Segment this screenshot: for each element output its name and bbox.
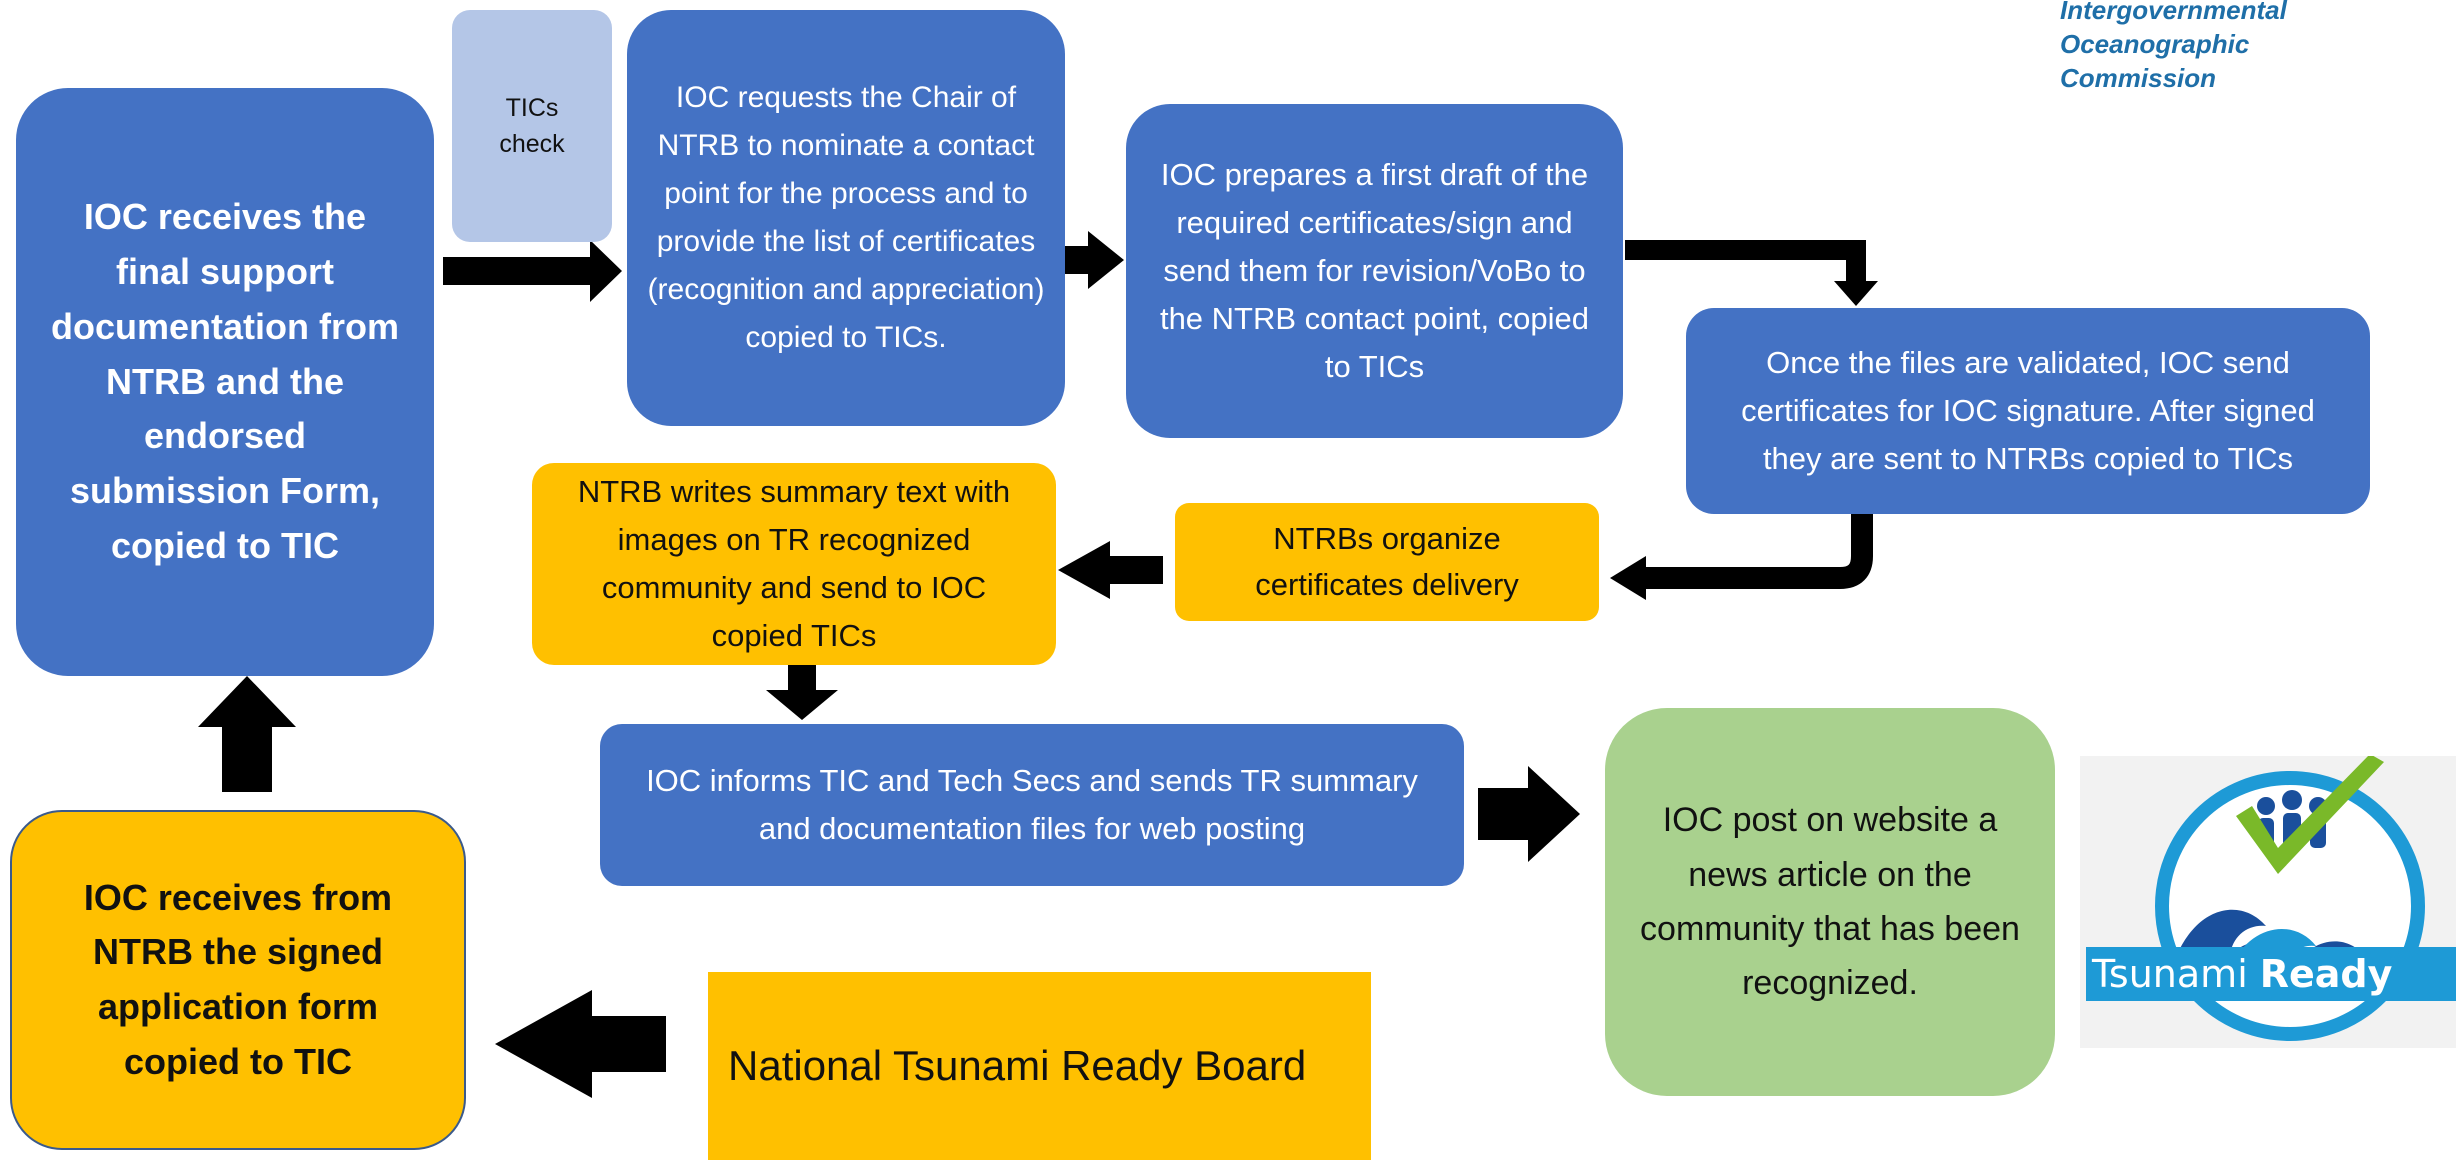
- tsunami-ready-emblem: [2086, 756, 2456, 1041]
- node-writes-summary: NTRB writes summary text with images on …: [532, 463, 1056, 665]
- node-informs-tic: IOC informs TIC and Tech Secs and sends …: [600, 724, 1464, 886]
- node-label: IOC receives from NTRB the signed applic…: [83, 876, 393, 1082]
- arrow-elbow-validated: [1625, 240, 1866, 282]
- badge-word: Tsunami: [2092, 952, 2248, 996]
- node-post-website: IOC post on website a news article on th…: [1605, 708, 2055, 1096]
- node-label: IOC requests the Chair of NTRB to nomina…: [647, 81, 1045, 354]
- arrow-left-summary: [1058, 541, 1163, 599]
- node-tics-check: TICs check: [452, 10, 612, 242]
- node-receives-signed: IOC receives from NTRB the signed applic…: [10, 810, 466, 1150]
- arrow-left-signed: [495, 990, 666, 1098]
- node-label: NTRBs organize certificates delivery: [1255, 520, 1519, 603]
- arrow-right-1: [443, 240, 622, 302]
- arrow-elbow-delivery: [1646, 512, 1873, 589]
- node-label: IOC post on website a news article on th…: [1640, 801, 2020, 1003]
- node-prepares-draft: IOC prepares a first draft of the requir…: [1126, 104, 1623, 438]
- node-label: NTRB writes summary text with images on …: [577, 473, 1011, 654]
- node-requests-chair: IOC requests the Chair of NTRB to nomina…: [627, 10, 1065, 426]
- node-label: IOC receives the final support documenta…: [51, 196, 399, 566]
- arrow-up-final: [198, 676, 296, 792]
- node-national-board: National Tsunami Ready Board: [708, 972, 1371, 1160]
- node-label: Once the files are validated, IOC send c…: [1741, 344, 2315, 477]
- node-label: IOC informs TIC and Tech Secs and sends …: [646, 762, 1418, 846]
- arrow-right-website: [1478, 766, 1580, 862]
- ioc-logo-text: Intergovernmental Oceanographic Commissi…: [2060, 0, 2456, 95]
- logo-line: Oceanographic: [2060, 28, 2250, 59]
- node-label: National Tsunami Ready Board: [728, 1042, 1307, 1090]
- arrow-right-2: [1045, 231, 1124, 289]
- node-label: IOC prepares a first draft of the requir…: [1159, 156, 1590, 385]
- badge-word: Ready: [2259, 952, 2393, 996]
- logo-line: Commission: [2060, 62, 2217, 93]
- node-organize-delivery: NTRBs organize certificates delivery: [1175, 503, 1599, 621]
- node-files-validated: Once the files are validated, IOC send c…: [1686, 308, 2370, 514]
- logo-line: Intergovernmental: [2060, 0, 2287, 25]
- node-receives-final: IOC receives the final support documenta…: [16, 88, 434, 676]
- node-label: TICs check: [499, 94, 565, 159]
- arrow-down-informs: [766, 665, 838, 720]
